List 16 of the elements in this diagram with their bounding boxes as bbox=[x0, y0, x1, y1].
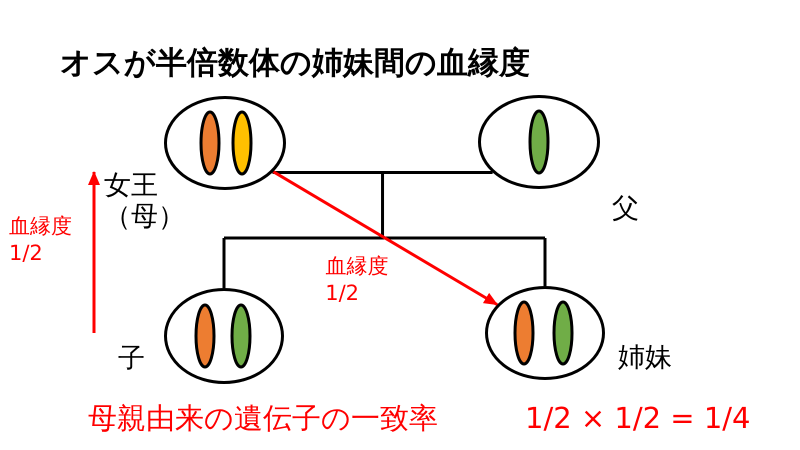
note-text: 母親由来の遺伝子の一致率 bbox=[88, 402, 438, 436]
cell-drawing bbox=[476, 93, 602, 191]
node-caption: 女王（母） bbox=[104, 170, 186, 232]
arrow bbox=[272, 170, 498, 306]
arrow bbox=[88, 171, 100, 333]
edge-label: 血縁度 1/2 bbox=[325, 253, 390, 308]
pedigree-line bbox=[222, 171, 546, 290]
node-caption: 姉妹 bbox=[618, 342, 673, 374]
cell-drawing bbox=[162, 286, 286, 386]
node-caption: 子 bbox=[118, 343, 146, 374]
title: オスが半倍数体の姉妹間の血縁度 bbox=[60, 46, 530, 82]
node-caption: 父 bbox=[612, 193, 640, 224]
cell-drawing bbox=[483, 284, 607, 382]
note-text: 1/2 × 1/2 = 1/4 bbox=[525, 402, 750, 436]
edge-label: 血縁度 1/2 bbox=[9, 212, 73, 267]
cell-drawing bbox=[162, 94, 288, 192]
